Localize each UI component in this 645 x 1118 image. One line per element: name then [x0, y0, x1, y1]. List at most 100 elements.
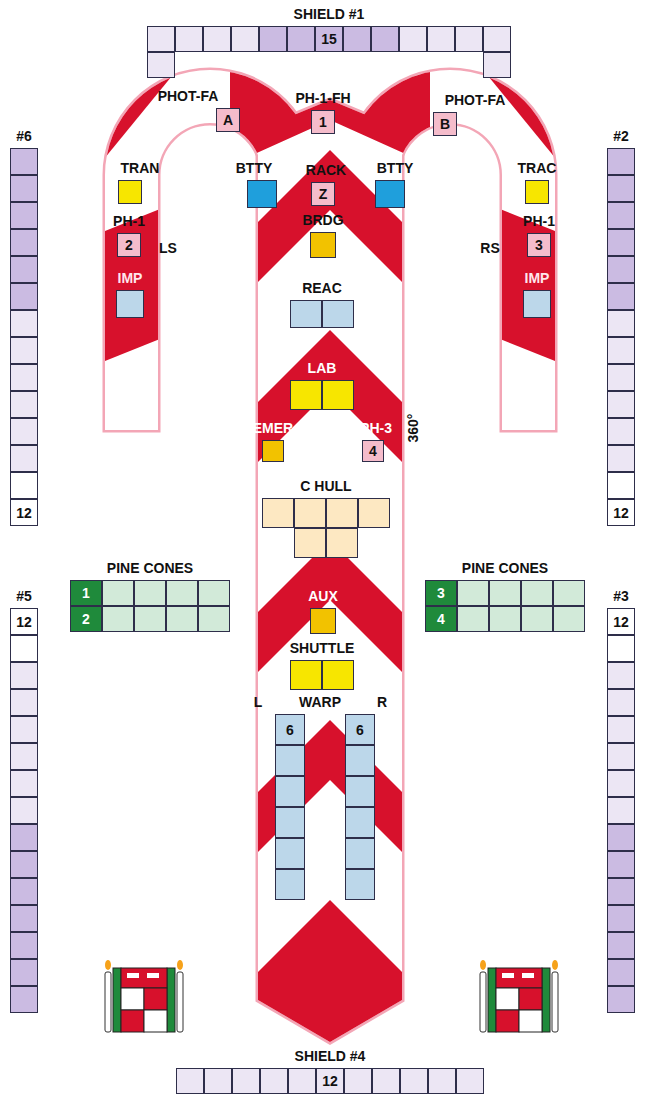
cell	[608, 257, 635, 283]
box-heading: SHIELD #4	[295, 1048, 366, 1064]
box-cells	[290, 380, 354, 410]
box-number: 1	[319, 114, 327, 130]
box-heading: PH-1	[113, 213, 145, 229]
cell	[311, 233, 336, 258]
cell	[11, 392, 38, 418]
box-cells	[607, 130, 635, 526]
cell	[11, 744, 38, 770]
system-box: LAB	[290, 380, 354, 410]
hull-box: C HULL	[262, 498, 390, 558]
cell	[11, 338, 38, 364]
cell	[135, 581, 166, 606]
cell	[177, 1069, 204, 1094]
cell	[426, 581, 457, 606]
cell	[288, 27, 315, 52]
box-heading: BRDG	[302, 212, 343, 228]
box-heading: REAC	[302, 280, 342, 296]
box-cells	[310, 232, 336, 258]
cell	[608, 203, 635, 229]
cell	[276, 808, 305, 838]
cell	[11, 473, 38, 499]
cell	[11, 609, 38, 635]
cell	[11, 717, 38, 743]
cell	[426, 607, 457, 632]
box-heading: 6	[286, 722, 294, 738]
cell	[344, 27, 371, 52]
cell	[323, 661, 354, 690]
system-box: IMP	[523, 290, 551, 318]
cell	[526, 181, 549, 204]
box-heading: PINE CONES	[107, 560, 193, 576]
shield-bar: SHIELD #412	[176, 1052, 484, 1094]
box-cells	[262, 498, 390, 558]
cell	[608, 311, 635, 337]
cell	[261, 1069, 288, 1094]
cell	[608, 365, 635, 391]
cell	[217, 109, 240, 132]
cell	[346, 870, 375, 900]
shield-column: #612	[10, 130, 38, 526]
cell	[263, 499, 294, 528]
cell	[490, 581, 521, 606]
cell	[528, 234, 551, 257]
box-cells	[10, 130, 38, 526]
system-box: PHOT-FAA	[216, 108, 240, 132]
cell	[554, 607, 585, 632]
box-cells	[247, 180, 277, 208]
cell	[359, 499, 390, 528]
cell	[199, 581, 230, 606]
box-number: 12	[613, 614, 629, 630]
cell	[167, 581, 198, 606]
cell	[148, 53, 175, 78]
cell	[118, 234, 141, 257]
arc-label: 360°	[405, 414, 421, 443]
system-box: PH-13	[527, 233, 551, 257]
cell	[11, 690, 38, 716]
box-heading: PH-1-FH	[295, 90, 350, 106]
cell	[135, 607, 166, 632]
cell	[522, 581, 553, 606]
cell	[71, 581, 102, 606]
box-heading: RACK	[306, 162, 346, 178]
box-number: 3	[535, 237, 543, 253]
cell	[316, 27, 343, 52]
cell	[276, 777, 305, 807]
cell	[608, 690, 635, 716]
box-cells	[525, 180, 549, 204]
cell	[608, 906, 635, 932]
cell	[312, 183, 335, 206]
box-heading: BTTY	[377, 160, 414, 176]
cell	[248, 181, 277, 208]
cell	[11, 852, 38, 878]
cell	[522, 607, 553, 632]
cell	[608, 230, 635, 256]
cell	[312, 111, 335, 134]
cell	[346, 715, 375, 745]
cell	[289, 1069, 316, 1094]
box-heading: AUX	[308, 588, 338, 604]
cell	[323, 301, 354, 328]
system-box: TRAN	[118, 180, 142, 204]
cell	[276, 715, 305, 745]
system-box: REAC	[290, 300, 354, 328]
box-heading: #2	[613, 128, 629, 144]
box-number: 3	[437, 585, 445, 601]
box-cells	[345, 714, 375, 900]
cell	[71, 607, 102, 632]
warp-label: L	[254, 694, 263, 710]
cell	[323, 381, 354, 410]
system-box: SHUTTLE	[290, 660, 354, 690]
box-heading: BTTY	[236, 160, 273, 176]
cell	[346, 746, 375, 776]
pine-cone-track: PINE CONES34	[425, 580, 585, 632]
box-heading: PHOT-FA	[445, 92, 506, 108]
cell	[11, 987, 38, 1013]
cell	[608, 636, 635, 662]
cell	[608, 446, 635, 472]
cell	[608, 338, 635, 364]
box-cells	[425, 580, 585, 632]
cell	[346, 839, 375, 869]
cell	[608, 879, 635, 905]
box-number: 2	[125, 237, 133, 253]
cell	[291, 381, 322, 410]
